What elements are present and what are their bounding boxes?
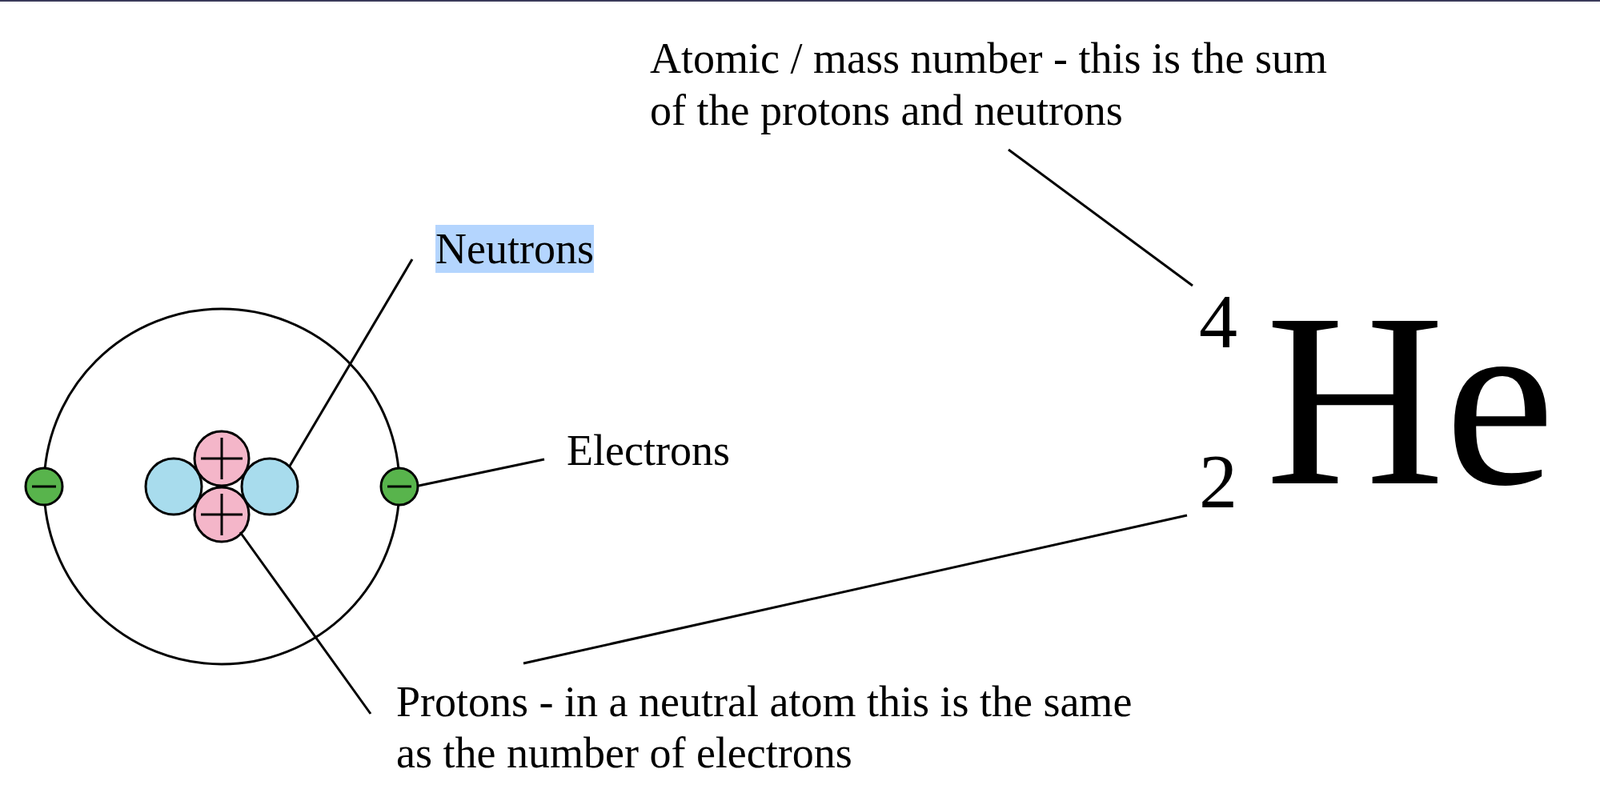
top-border xyxy=(0,0,1600,2)
element-symbol: He xyxy=(1265,276,1555,525)
proton xyxy=(194,431,249,542)
electron-shell xyxy=(44,308,400,665)
leader-line xyxy=(240,149,1193,714)
part-label: Neutrons xyxy=(435,224,594,273)
electron xyxy=(25,468,418,506)
annotation-text: Atomic / mass number - this is the sum o… xyxy=(649,32,1351,137)
atomic-number: 2 xyxy=(1198,443,1238,521)
mass-number: 4 xyxy=(1198,283,1238,361)
annotation-text: Protons - in a neutral atom this is the … xyxy=(396,676,1153,779)
part-label: Electrons xyxy=(566,426,730,475)
